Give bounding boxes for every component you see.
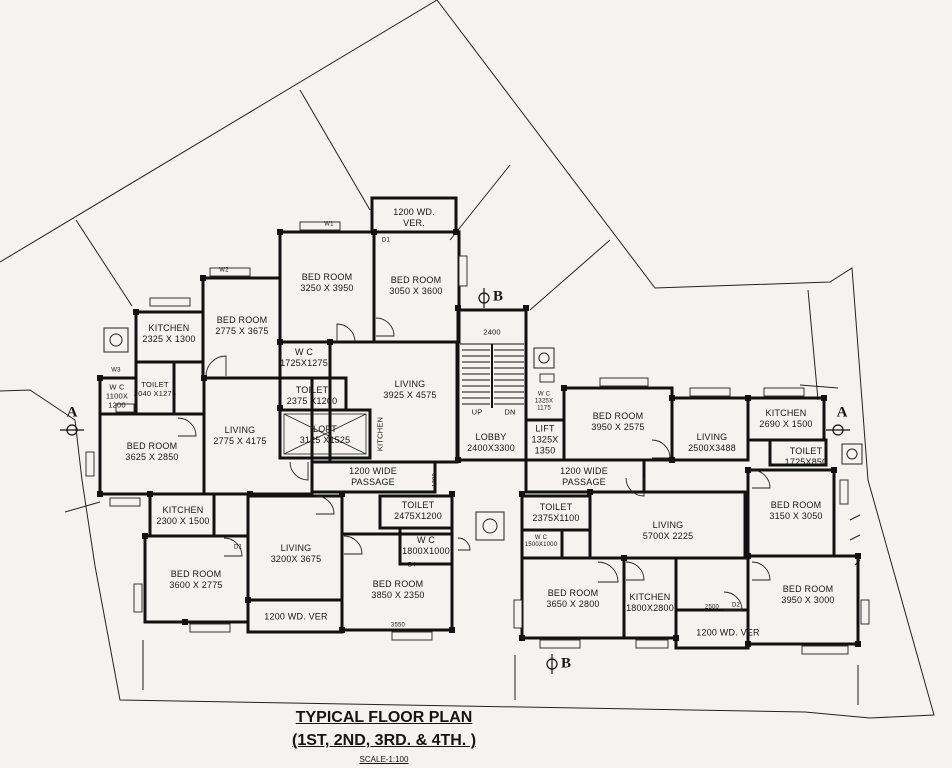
label-toilet-s: TOILET 2475X1200 — [394, 500, 442, 521]
door-tag-d1: D1 — [381, 237, 391, 244]
label-bed-e3: BED ROOM 3950 X 3000 — [781, 584, 835, 605]
label-living-se: LIVING 5700X 2225 — [642, 520, 694, 541]
label-kitchen-e: KITCHEN 2690 X 1500 — [759, 408, 813, 429]
label-bed-se: BED ROOM 3650 X 2800 — [546, 588, 600, 609]
label-wc-c: W C 1725X1275 — [280, 347, 328, 368]
label-bed-far-w: BED ROOM 3625 X 2850 — [125, 441, 179, 462]
label-bed-w: BED ROOM 2775 X 3675 — [215, 315, 269, 336]
site-boundary — [0, 0, 935, 719]
label-lobby: LOBBY 2400X3300 — [467, 432, 515, 453]
label-verandah-top: 1200 WD. VER. — [393, 207, 435, 228]
section-marker-a-left: A — [66, 404, 78, 421]
label-bed-sw: BED ROOM 3600 X 2775 — [169, 569, 223, 590]
label-kitchen-w: KITCHEN 2325 X 1300 — [142, 323, 196, 344]
window-tag-w3: W3 — [111, 367, 121, 374]
wall-ver-top — [370, 196, 458, 234]
window-tag-w2: W2 — [219, 267, 229, 274]
label-wc-se: W C 1500X1000 — [524, 535, 558, 548]
setback-line — [529, 239, 611, 311]
label-bed-tl: BED ROOM 3250 X 3950 — [300, 272, 354, 293]
wall-passage-l — [310, 460, 437, 494]
label-toilet-c: TOILET 2375 X1200 — [286, 385, 338, 406]
stair-down-mark: DN — [504, 407, 516, 417]
label-bed-tr: BED ROOM 3050 X 3600 — [389, 275, 443, 296]
label-wc-w: W C 1100X 1200 — [105, 382, 129, 410]
wall-toilet-e — [768, 438, 828, 467]
label-living-sw: LIVING 3200X 3675 — [270, 543, 322, 564]
section-marker-b-bottom: B — [560, 655, 572, 672]
label-passage-left: 1200 WIDE PASSAGE — [349, 466, 397, 487]
label-passage-right: 1200 WIDE PASSAGE — [560, 466, 608, 487]
label-bed-e2: BED ROOM 3150 X 3050 — [769, 500, 823, 521]
label-verandah-se: 1200 WD. VER — [696, 627, 760, 638]
wall-bed-s — [340, 532, 454, 632]
label-kitchen-vertical: KITCHEN — [375, 416, 385, 452]
door-tag-d1: D1 — [233, 544, 243, 551]
label-verandah-sw: 1200 WD. VER — [264, 611, 328, 622]
plan-title: TYPICAL FLOOR PLAN — [295, 709, 473, 726]
stair-up-mark: UP — [471, 407, 483, 417]
section-marker-a-right: A — [836, 404, 848, 421]
dim-2400: 2400 — [483, 327, 501, 337]
label-bed-e1: BED ROOM 3950 X 2575 — [591, 411, 645, 432]
dim-1200: 1200 — [432, 472, 439, 488]
wall-passage-r — [524, 458, 646, 494]
label-toilet-se: TOILET 2375X1100 — [532, 502, 580, 523]
setback-line — [75, 219, 133, 307]
label-living-e: LIVING 2500X3488 — [688, 432, 736, 453]
section-marker-b-top: B — [492, 288, 504, 305]
label-living-c: LIVING 3925 X 4575 — [383, 379, 437, 400]
label-kitchen-se: KITCHEN 1800X2800 — [626, 592, 674, 613]
wall-lobby — [456, 308, 528, 462]
label-lift: LIFT 1325X 1350 — [531, 423, 559, 456]
label-toilet-e: TOILET 1725X850 — [784, 446, 828, 467]
setback-line — [449, 164, 511, 241]
door-tag-d4: D4 — [407, 562, 417, 569]
wall-living-w — [202, 376, 314, 496]
label-loft: LOFT 3125 X1525 — [299, 424, 351, 445]
setback-line — [299, 89, 371, 211]
window-tag-w1: W1 — [324, 221, 334, 228]
plan-subtitle: (1ST, 2ND, 3RD. & 4TH. ) — [291, 732, 477, 749]
label-kitchen-sw: KITCHEN 2300 X 1500 — [156, 505, 210, 526]
wall-kitchen-se — [622, 556, 678, 640]
door-tag-d2: D2 — [731, 602, 741, 609]
wall-bed-e3 — [746, 554, 860, 646]
label-living-w: LIVING 2775 X 4175 — [213, 425, 267, 446]
dim-3550: 3550 — [390, 622, 406, 629]
dim-2500: 2500 — [704, 604, 720, 611]
setback-line — [807, 289, 819, 401]
setback-line — [849, 534, 861, 541]
setback-line — [64, 501, 101, 513]
wall-toilet-c — [278, 376, 348, 412]
label-wc-lobby: W C 1325X 1175 — [534, 391, 554, 412]
plan-scale: SCALE-1:100 — [359, 755, 409, 764]
label-toilet-w: TOILET 2040 X1275 — [133, 380, 177, 398]
setback-line — [799, 384, 839, 389]
setback-line — [849, 514, 861, 521]
label-bed-s: BED ROOM 3850 X 2350 — [371, 579, 425, 600]
label-wc-s: W C 1800X1000 — [402, 535, 450, 556]
